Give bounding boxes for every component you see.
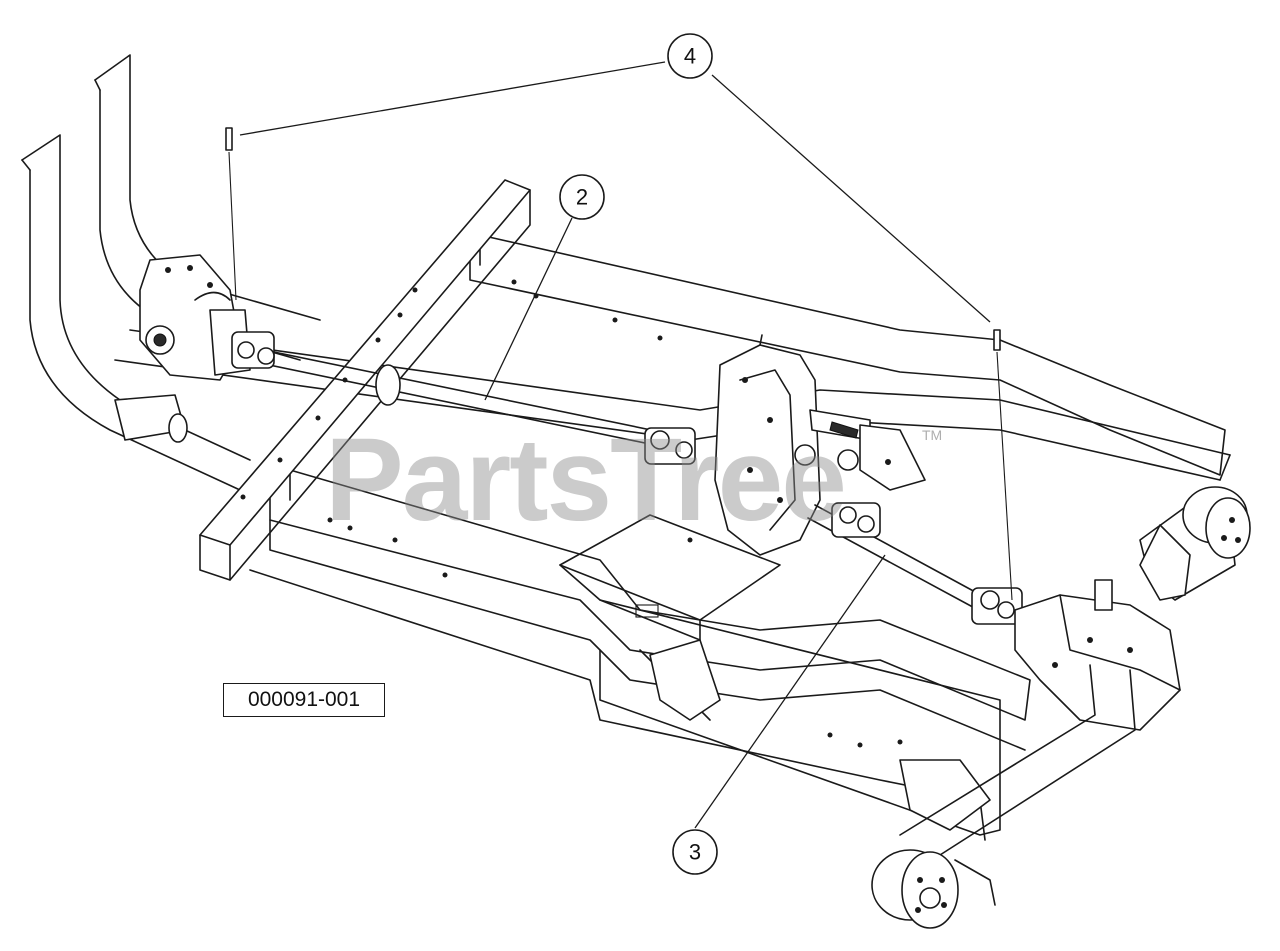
leader-lines [239, 61, 991, 829]
u-joint-front [231, 331, 275, 369]
callout-4: 4 [667, 33, 713, 79]
pin-item-4-right [993, 329, 1013, 601]
reference-number: 000091-001 [247, 688, 361, 711]
callout-3-label: 3 [689, 840, 701, 865]
reference-number-box: 000091-001 [223, 683, 385, 717]
frame-holes [240, 279, 903, 748]
drive-shaft-item-3 [807, 502, 1023, 625]
frame-side-rail [249, 519, 1026, 841]
front-cross-tube [199, 179, 531, 581]
watermark-text: PartsTree [325, 414, 845, 546]
watermark-trademark: TM [922, 427, 942, 443]
pin-item-4-left [225, 127, 237, 301]
callout-2: 2 [559, 174, 605, 220]
front-gearbox [139, 254, 251, 381]
drive-shaft-item-2 [231, 331, 696, 465]
u-joint-rear-axle [971, 587, 1023, 625]
deck-plate [559, 514, 781, 641]
wheel-hub-right [1182, 486, 1251, 559]
rear-axle-assembly [899, 499, 1236, 856]
callout-4-label: 4 [684, 44, 696, 69]
u-joint-center [831, 502, 881, 538]
rear-chassis-roller [114, 394, 188, 443]
center-gearbox [714, 334, 926, 556]
u-joint-rear [644, 427, 696, 465]
callout-3: 3 [672, 829, 718, 875]
callout-2-label: 2 [576, 185, 588, 210]
wheel-hub-left [871, 849, 996, 929]
